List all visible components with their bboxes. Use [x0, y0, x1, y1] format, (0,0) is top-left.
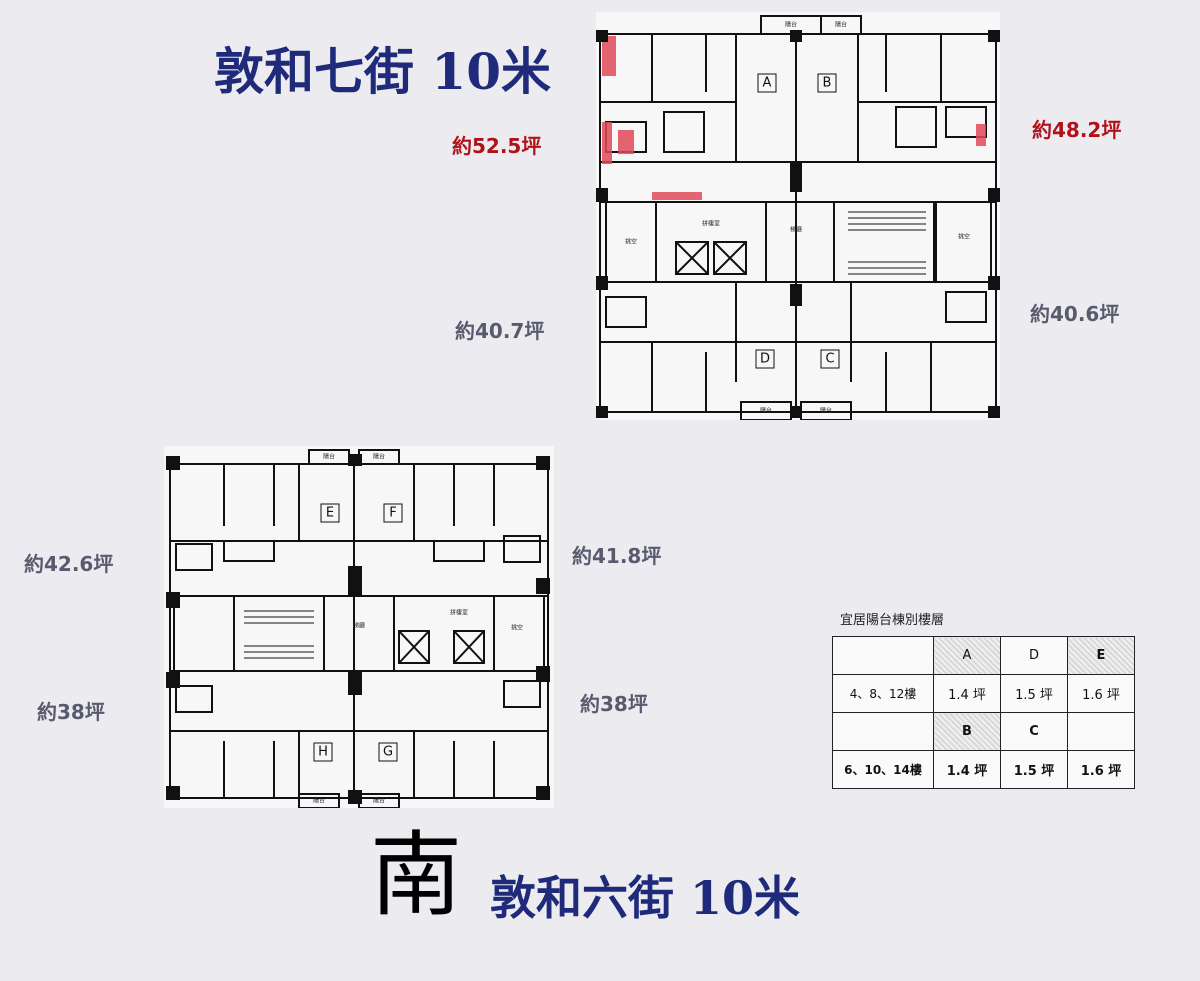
south-street-label: 敦和六街 10米	[490, 871, 801, 925]
plan-balcony-label: 陽台	[835, 21, 847, 29]
south-plan-drawing: E F G H 陽台 陽台 陽台 陽台 挑空 梯廳 拼棲室	[166, 449, 550, 808]
table-cell: 1.4 坪	[933, 750, 1001, 789]
table-cell: 1.6 坪	[1067, 750, 1135, 789]
table-header-cell: D	[1000, 636, 1068, 675]
area-label-g: 約38坪	[580, 692, 648, 716]
table-header-cell: A	[933, 636, 1001, 675]
plan-balcony-label: 陽台	[323, 453, 335, 461]
area-label-b: 約48.2坪	[1032, 118, 1122, 142]
north-street-label: 敦和七街 10米	[214, 42, 551, 101]
unit-label-g: G	[383, 745, 393, 760]
plan-trash-label: 拼棲室	[702, 220, 720, 228]
plan-balcony-label: 陽台	[373, 453, 385, 461]
table-header-cell: B	[933, 712, 1001, 751]
area-label-d: 約40.7坪	[455, 319, 545, 343]
area-label-f: 約41.8坪	[572, 544, 662, 568]
plan-void-label: 挑空	[625, 238, 637, 246]
balcony-table-title: 宜居陽台棟別樓層	[840, 613, 945, 628]
plan-lobby-label: 梯廳	[790, 226, 802, 234]
table-row: 4、8、12樓 1.4 坪 1.5 坪 1.6 坪	[832, 674, 1135, 713]
north-plan-drawing: A B C D 陽台 陽台 陽台 陽台 挑空 挑空 梯廳 拼棲室	[596, 15, 1000, 420]
plan-balcony-label: 陽台	[820, 407, 832, 415]
table-cell: 1.6 坪	[1067, 674, 1135, 713]
table-cell	[832, 636, 934, 675]
south-floor-plan: E F G H 陽台 陽台 陽台 陽台 挑空 梯廳 拼棲室	[164, 446, 554, 808]
area-label-e: 約42.6坪	[24, 552, 114, 576]
table-row: A D E	[832, 636, 1135, 675]
unit-label-f: F	[389, 506, 396, 521]
table-header-cell	[1067, 712, 1135, 751]
area-label-h: 約38坪	[37, 700, 105, 724]
table-floor-cell: 6、10、14樓	[832, 750, 934, 789]
table-row: 6、10、14樓 1.4 坪 1.5 坪 1.6 坪	[832, 750, 1135, 789]
unit-label-h: H	[318, 745, 328, 760]
plan-balcony-label: 陽台	[373, 797, 385, 805]
table-cell: 1.4 坪	[933, 674, 1001, 713]
unit-label-a: A	[763, 76, 772, 91]
plan-void-label: 挑空	[958, 233, 970, 241]
unit-label-e: E	[326, 506, 334, 521]
plan-trash-label: 拼棲室	[450, 609, 468, 617]
unit-label-b: B	[823, 76, 832, 91]
plan-balcony-label: 陽台	[785, 21, 797, 29]
unit-label-d: D	[760, 352, 770, 367]
table-header-cell: E	[1067, 636, 1135, 675]
unit-label-c: C	[825, 352, 834, 367]
table-cell	[832, 712, 934, 751]
table-floor-cell: 4、8、12樓	[832, 674, 934, 713]
table-row: B C	[832, 712, 1135, 751]
table-cell: 1.5 坪	[1000, 674, 1068, 713]
south-direction-marker: 南	[370, 822, 463, 929]
north-floor-plan: A B C D 陽台 陽台 陽台 陽台 挑空 挑空 梯廳 拼棲室	[596, 12, 1000, 420]
plan-balcony-label: 陽台	[760, 407, 772, 415]
area-label-c: 約40.6坪	[1030, 302, 1120, 326]
plan-balcony-label: 陽台	[313, 797, 325, 805]
table-header-cell: C	[1000, 712, 1068, 751]
area-label-a: 約52.5坪	[452, 134, 542, 158]
table-cell: 1.5 坪	[1000, 750, 1068, 789]
balcony-table: A D E 4、8、12樓 1.4 坪 1.5 坪 1.6 坪 B C 6、10…	[832, 636, 1135, 789]
plan-void-label: 挑空	[511, 624, 523, 632]
plan-lobby-label: 梯廳	[353, 622, 365, 630]
